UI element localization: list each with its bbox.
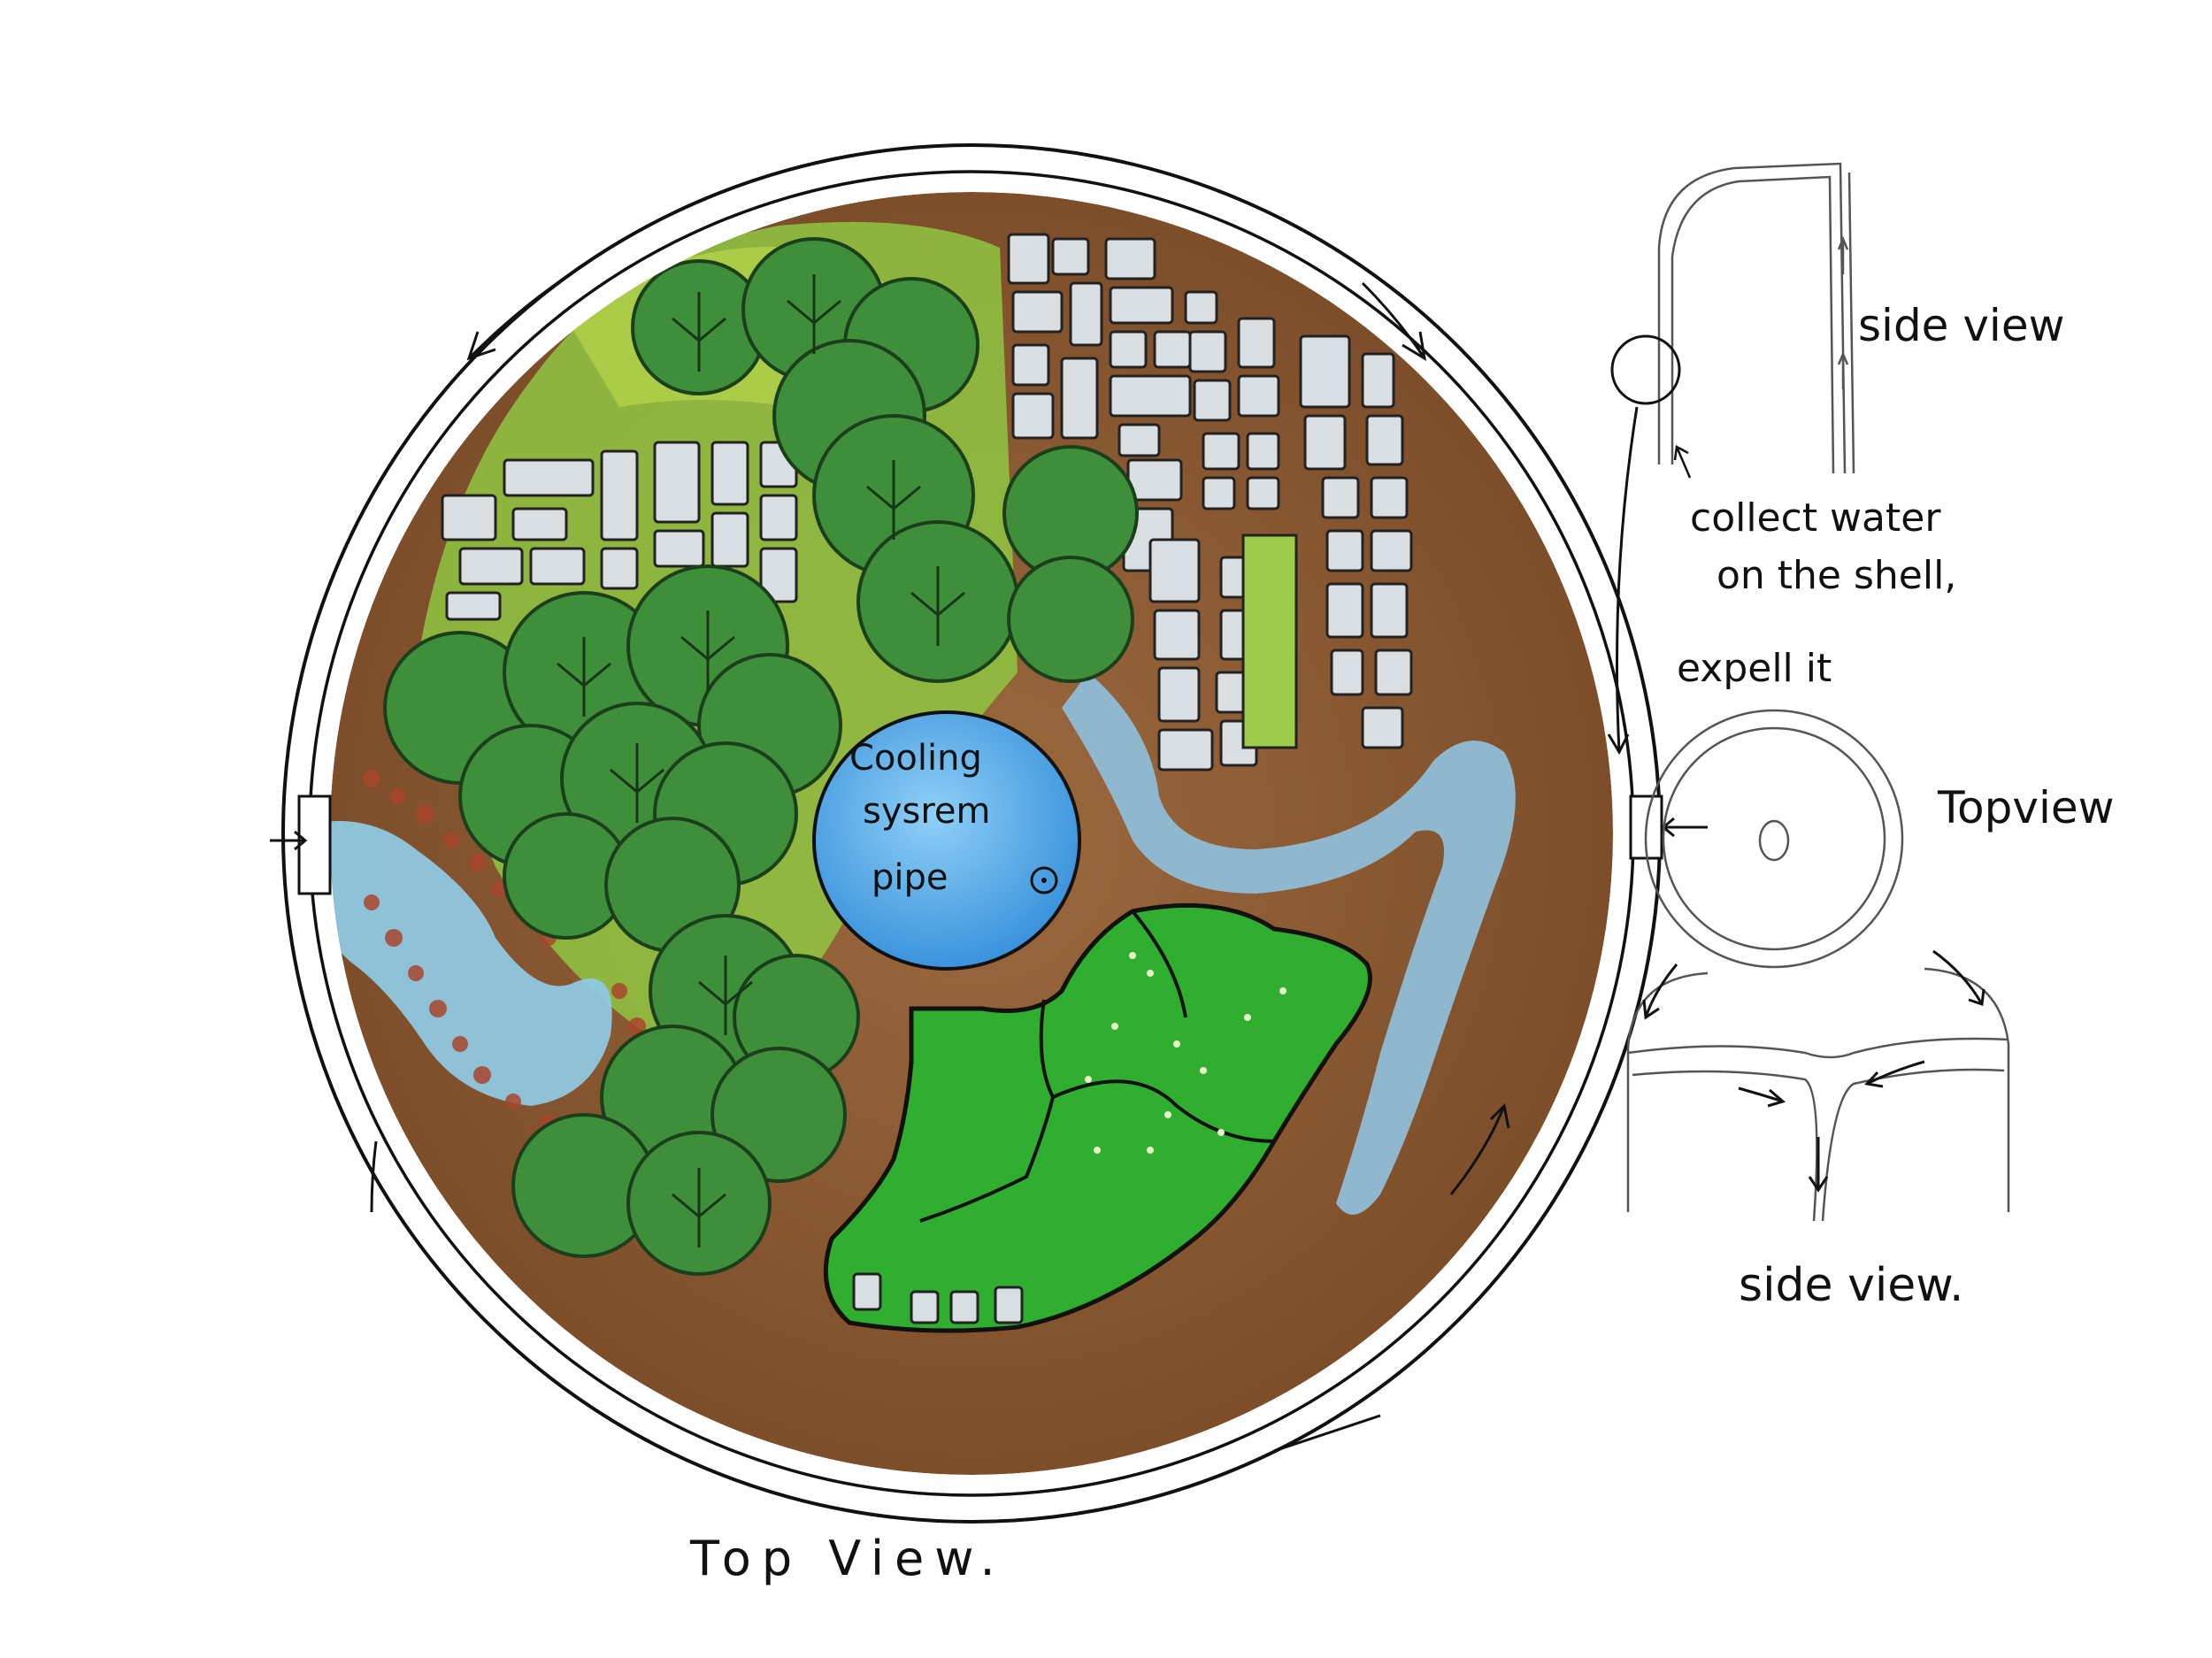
side-view-top-label: side view: [1858, 300, 2064, 351]
rock-field: [363, 770, 658, 1140]
pipe-center-dot: [1041, 878, 1047, 883]
pond-label-line-1: Cooling: [849, 738, 982, 779]
pond-label-line-2: sysrem: [863, 791, 991, 832]
collect-water-line-1: collect water: [1690, 495, 1941, 541]
side-view-bottom-sketch: [1626, 967, 2010, 1222]
topview-label: Topview: [1937, 782, 2115, 833]
flow-arrow-down: [1607, 406, 1639, 756]
topview-inner: [1662, 726, 1886, 951]
collect-water-pointer: [1673, 445, 1692, 479]
side-view-top-sketch: [1657, 162, 1855, 474]
top-view-caption: Top View.: [689, 1531, 1006, 1586]
drain-arrows: [1642, 949, 1985, 1193]
pond-label-line-3: pipe: [872, 857, 949, 898]
topview-pipe: [1758, 819, 1790, 862]
building-block-right: [1148, 334, 1413, 771]
left-shell-inlet: [297, 794, 332, 895]
habitat-top-view: Cooling sysrem pipe: [270, 143, 1708, 1524]
side-view-bottom-label: side view.: [1739, 1259, 1964, 1312]
side-diagrams: [1607, 162, 2010, 1222]
pipe-circle-icon: [1030, 866, 1058, 894]
arrow-icon: [270, 281, 1708, 1453]
building-block-left: [441, 441, 798, 621]
fenced-field: [823, 902, 1372, 1333]
collect-water-label: collect water on the shell, expell it: [1677, 495, 1969, 691]
tree-cluster-icon: [383, 237, 1139, 1276]
right-river: [1062, 672, 1516, 1215]
pond-label: Cooling sysrem pipe: [849, 738, 1002, 898]
green-strip-park: [1241, 533, 1298, 749]
building-block-center: [1007, 233, 1280, 572]
collect-water-line-3: expell it: [1677, 646, 1832, 691]
left-stream: [330, 821, 612, 1106]
topview-outer: [1644, 709, 1904, 969]
collect-water-highlight: [1610, 334, 1681, 405]
collect-water-line-2: on the shell,: [1717, 553, 1956, 598]
cooling-pond: [812, 710, 1081, 971]
side-view-arrows: [1837, 235, 1849, 389]
